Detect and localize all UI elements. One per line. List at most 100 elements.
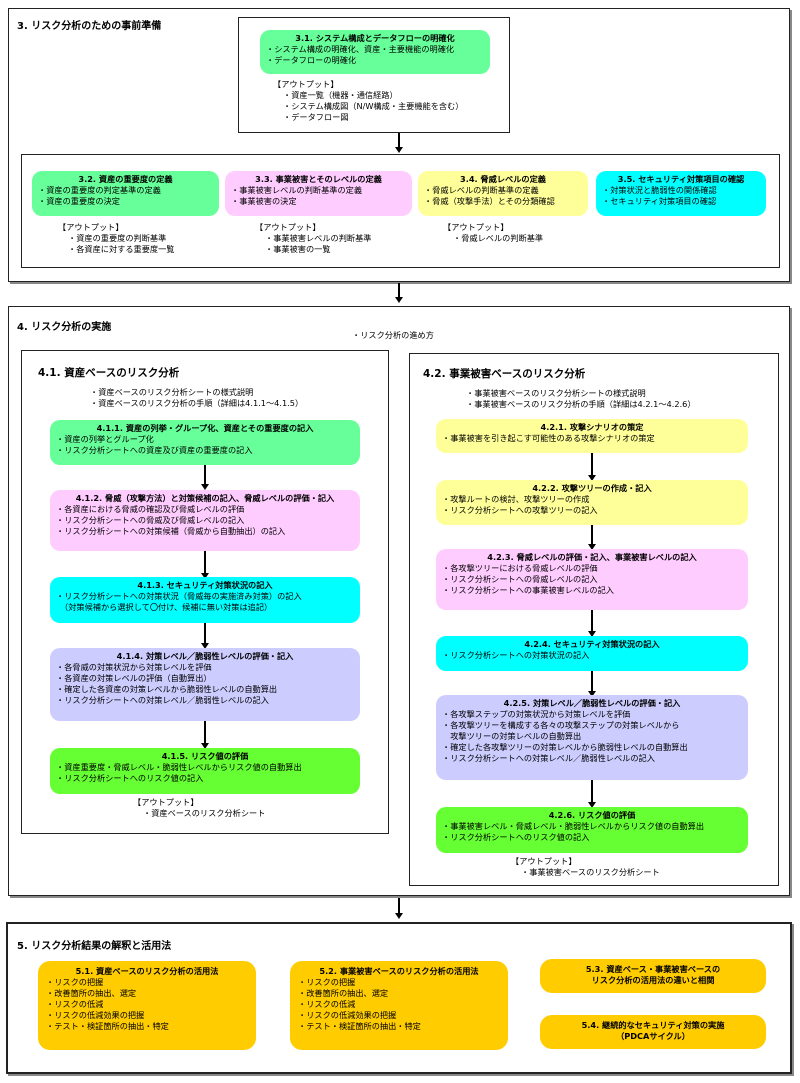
step-item: ・リスク分析シートへの対策レベル／脆弱性レベルの記入 [442,753,655,763]
step-item: ・データフローの明確化 [266,55,357,65]
step-title: 4.1.3. セキュリティ対策状況の記入 [137,580,273,590]
step-4-2-5: 4.2.5. 対策レベル／脆弱性レベルの評価・記入 ・各攻撃ステップの対策状況か… [436,695,748,780]
arrow-head [201,484,209,490]
output-item: ・脅威レベルの判断基準 [453,233,544,243]
arrow-head [201,743,209,749]
step-item: ・各攻撃ステップの対策状況から対策レベルを評価 [442,709,631,719]
step-item: 攻撃ツリーの対策レベルの自動算出 [442,731,582,741]
intro-item: ・資産ベースのリスク分析シートの様式説明 [90,387,254,397]
arrow-line [591,525,593,546]
step-4-1-2: 4.1.2. 脅威（攻撃方法）と対策候補の記入、脅威レベルの評価・記入 ・各資産… [50,490,360,551]
step-4-2-6: 4.2.6. リスク値の評価 ・事業被害レベル・脅威レベル・脆弱性レベルからリス… [436,807,748,853]
step-item: ・リスク分析シートへの脅威レベルの記入 [442,574,598,584]
output-4-2: 【アウトプット】 ・事業被害ベースのリスク分析シート [511,856,660,878]
output-item: ・資産ベースのリスク分析シート [143,808,266,818]
step-item: ・システム構成の明確化、資産・主要機能の明確化 [266,44,455,54]
arrow-3-1-line [398,133,400,148]
arrow-line [591,780,593,804]
step-item: ・リスク分析シートへの資産及び資産の重要度の記入 [56,445,253,455]
step-title: 3.2. 資産の重要度の定義 [78,174,173,184]
asset-analysis-intro: ・資産ベースのリスク分析シートの様式説明 ・資産ベースのリスク分析の手順（詳細は… [90,387,303,409]
step-title: 4.2.6. リスク値の評価 [548,810,636,820]
step-title: 3.5. セキュリティ対策項目の確認 [617,174,745,184]
arrow-head [588,544,596,550]
step-item: ・確定した各攻撃ツリーの対策レベルから脆弱性レベルの自動算出 [442,742,688,752]
arrow-4-to-5-head [395,913,403,919]
step-4-1-3: 4.1.3. セキュリティ対策状況の記入 ・リスク分析シートへの対策状況（脅威毎… [50,577,360,623]
step-4-1-1: 4.1.1. 資産の列挙・グループ化、資産とその重要度の記入 ・資産の列挙とグル… [50,420,360,465]
output-label: 【アウトプット】 [273,79,339,89]
step-title: 4.1.2. 脅威（攻撃方法）と対策候補の記入、脅威レベルの評価・記入 [75,493,335,503]
step-5-2: 5.2. 事業被害ベースのリスク分析の活用法 ・リスクの把握 ・改善箇所の抽出、… [290,961,508,1050]
step-item: ・事業被害レベル・脅威レベル・脆弱性レベルからリスク値の自動算出 [442,821,705,831]
step-item: ・資産の重要度の決定 [38,196,120,206]
step-title: 4.1.4. 対策レベル／脆弱性レベルの評価・記入 [116,651,294,661]
step-item: （対策候補から選択して〇付け、候補に無い対策は追記） [60,602,273,612]
step-5-1: 5.1. 資産ベースのリスク分析の活用法 ・リスクの把握 ・改善箇所の抽出、選定… [38,961,256,1050]
arrow-head [201,643,209,649]
arrow-head [588,631,596,637]
step-item: ・セキュリティ対策項目の確認 [602,196,717,206]
step-title-line: 5.4. 継続的なセキュリティ対策の実施 [581,1020,725,1030]
arrow-line [204,551,206,575]
step-4-2-3: 4.2.3. 脅威レベルの評価・記入、事業被害レベルの記入 ・各攻撃ツリーにおけ… [436,549,748,610]
step-item: ・リスク分析シートへのリスク値の記入 [442,832,590,842]
output-3-4: 【アウトプット】 ・脅威レベルの判断基準 [443,222,543,244]
step-4-2-1: 4.2.1. 攻撃シナリオの策定 ・事業被害を引き起こす可能性のある攻撃シナリオ… [436,419,748,453]
step-item: ・脅威（攻撃手法）とその分類確認 [424,196,555,206]
step-title: 3.1. システム構成とデータフローの明確化 [295,33,455,43]
step-item: ・リスクの把握 [46,977,104,987]
step-title: 5.2. 事業被害ベースのリスク分析の活用法 [319,966,479,976]
business-analysis-title: 4.2. 事業被害ベースのリスク分析 [423,368,586,380]
step-title-line: （PDCAサイクル） [616,1031,690,1041]
output-item: ・事業被害ベースのリスク分析シート [521,867,660,877]
step-item: ・対策状況と脆弱性の関係確認 [602,185,717,195]
arrow-line [204,465,206,486]
arrow-line [204,721,206,745]
intro-item: ・事業被害ベースのリスク分析の手順（詳細は4.2.1〜4.2.6） [466,399,696,409]
step-item: ・攻撃ルートの検討、攻撃ツリーの作成 [442,494,590,504]
output-item: ・資産の重要度の判断基準 [68,233,167,243]
output-item: ・データフロー図 [283,112,349,122]
step-item: ・資産の重要度の判定基準の定義 [38,185,161,195]
step-3-2: 3.2. 資産の重要度の定義 ・資産の重要度の判定基準の定義 ・資産の重要度の決… [32,171,219,216]
step-item: ・資産の列挙とグループ化 [56,434,154,444]
step-title: 4.2.1. 攻撃シナリオの策定 [540,422,644,432]
output-label: 【アウトプット】 [133,797,199,807]
section-4-note: ・リスク分析の進め方 [352,330,434,340]
step-item: ・リスク分析シートへの対策レベル／脆弱性レベルの記入 [56,695,269,705]
step-item: ・各資産の対策レベルの評価（自動算出） [56,673,212,683]
output-4-1: 【アウトプット】 ・資産ベースのリスク分析シート [133,797,265,819]
step-item: ・リスクの低減効果の把握 [46,1010,145,1020]
arrow-head [588,475,596,481]
intro-item: ・事業被害ベースのリスク分析シートの様式説明 [466,388,646,398]
step-item: ・事業被害の決定 [231,196,297,206]
step-title-line: 5.3. 資産ベース・事業被害ベースの [585,964,721,974]
step-item: ・改善箇所の抽出、選定 [298,988,389,998]
section-5-title: 5. リスク分析結果の解釈と活用法 [17,941,172,952]
step-item: ・テスト・検証箇所の抽出・特定 [298,1021,421,1031]
arrow-3-1-head [395,147,403,153]
step-item: ・リスク分析シートへの対策状況の記入 [442,650,590,660]
step-item: ・改善箇所の抽出、選定 [46,988,137,998]
intro-item: ・資産ベースのリスク分析の手順（詳細は4.1.1〜4.1.5） [90,398,304,408]
step-item: ・資産重要度・脅威レベル・脆弱性レベルからリスク値の自動算出 [56,762,302,772]
arrow-line [591,610,593,633]
output-item: ・資産一覧（機器・通信経路） [283,90,398,100]
arrow-head [588,691,596,697]
step-item: ・リスク分析シートへの事業被害レベルの記入 [442,585,614,595]
step-3-5: 3.5. セキュリティ対策項目の確認 ・対策状況と脆弱性の関係確認 ・セキュリテ… [596,171,766,216]
step-4-1-5: 4.1.5. リスク値の評価 ・資産重要度・脅威レベル・脆弱性レベルからリスク値… [50,748,360,794]
output-item: ・システム構成図（N/W構成・主要機能を含む） [283,101,464,111]
step-title: 4.2.2. 攻撃ツリーの作成・記入 [532,483,652,493]
step-item: ・リスク分析シートへの攻撃ツリーの記入 [442,505,598,515]
step-3-4: 3.4. 脅威レベルの定義 ・脅威レベルの判断基準の定義 ・脅威（攻撃手法）とそ… [418,171,588,216]
step-title: 4.1.5. リスク値の評価 [161,751,249,761]
step-item: ・リスクの低減 [46,999,104,1009]
step-item: ・リスクの低減 [298,999,356,1009]
arrow-4-to-5-line [398,898,400,914]
step-4-1-4: 4.1.4. 対策レベル／脆弱性レベルの評価・記入 ・各脅威の対策状況から対策レ… [50,648,360,721]
business-analysis-intro: ・事業被害ベースのリスク分析シートの様式説明 ・事業被害ベースのリスク分析の手順… [466,388,696,410]
arrow-3-to-4-line [398,283,400,298]
step-item: ・各攻撃ツリーにおける脅威レベルの評価 [442,563,598,573]
